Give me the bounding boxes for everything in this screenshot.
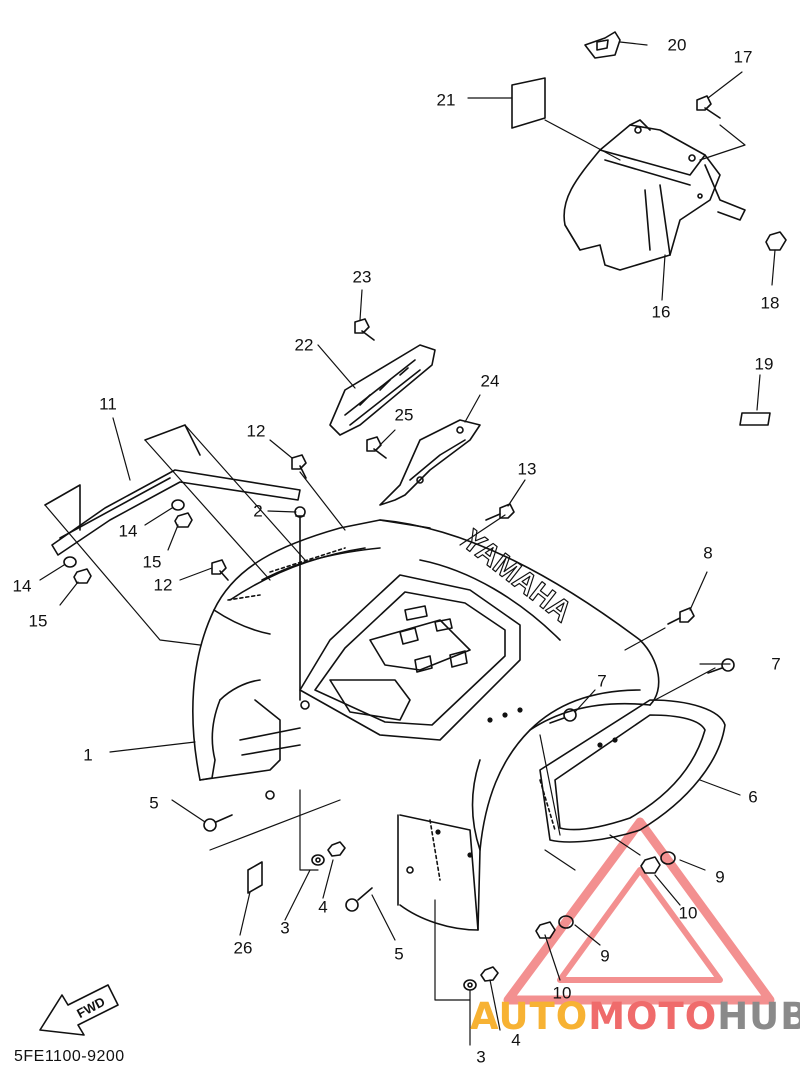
callout-14-a: 14 [118, 521, 138, 541]
callout-9-b: 9 [715, 867, 725, 887]
callout-5-b: 5 [394, 944, 404, 964]
rear-flap [539, 699, 726, 843]
callout-10-b: 10 [678, 903, 698, 923]
watermark-logo: AUTOMOTOHUB [470, 995, 800, 1038]
callout-7-a: 7 [597, 671, 607, 691]
side-rail [44, 424, 306, 646]
callout-22: 22 [294, 335, 314, 355]
yamaha-emblem: YAMAHA [456, 524, 578, 629]
callout-4-a: 4 [318, 897, 328, 917]
callout-18: 18 [760, 293, 780, 313]
label-plate [511, 77, 546, 129]
clip-part [584, 31, 621, 59]
callout-16: 16 [651, 302, 671, 322]
callout-5-a: 5 [149, 793, 159, 813]
callout-6: 6 [748, 787, 758, 807]
diagram-part-code: 5FE1100-9200 [14, 1048, 125, 1065]
callout-19: 19 [754, 354, 774, 374]
callout-11: 11 [99, 394, 117, 414]
callout-21: 21 [436, 90, 456, 110]
watermark-auto: AUTO [470, 995, 589, 1038]
watermark-triangle [503, 817, 775, 1005]
fasteners [63, 95, 787, 991]
callout-17: 17 [733, 47, 753, 67]
pad-part [739, 412, 771, 426]
callout-10-a: 10 [552, 983, 572, 1003]
callout-13: 13 [517, 459, 537, 479]
grab-plate [329, 344, 436, 436]
fwd-arrow [39, 984, 119, 1036]
callout-7-b: 7 [771, 654, 781, 674]
callout-24: 24 [480, 371, 500, 391]
callout-3-a: 3 [280, 918, 290, 938]
callout-2: 2 [253, 501, 263, 521]
small-bracket [247, 861, 263, 894]
callout-8: 8 [703, 543, 713, 563]
watermark-moto: MOTO [588, 995, 718, 1038]
callout-23: 23 [352, 267, 372, 287]
callout-9-a: 9 [600, 946, 610, 966]
top-bracket [379, 419, 481, 506]
callout-20: 20 [667, 35, 687, 55]
callout-1: 1 [83, 745, 93, 765]
leader-lines [39, 41, 776, 1046]
callout-3-b: 3 [476, 1047, 486, 1067]
callout-25: 25 [394, 405, 414, 425]
callout-14-b: 14 [12, 576, 32, 596]
callout-15-a: 15 [142, 552, 162, 572]
callout-4-b: 4 [511, 1030, 521, 1050]
callout-26: 26 [233, 938, 253, 958]
storage-box [563, 119, 746, 271]
callout-12-b: 12 [153, 575, 173, 595]
callout-12-a: 12 [246, 421, 266, 441]
callout-15-b: 15 [28, 611, 48, 631]
rear-fender [192, 519, 660, 931]
watermark-hub: HUB [717, 995, 800, 1038]
